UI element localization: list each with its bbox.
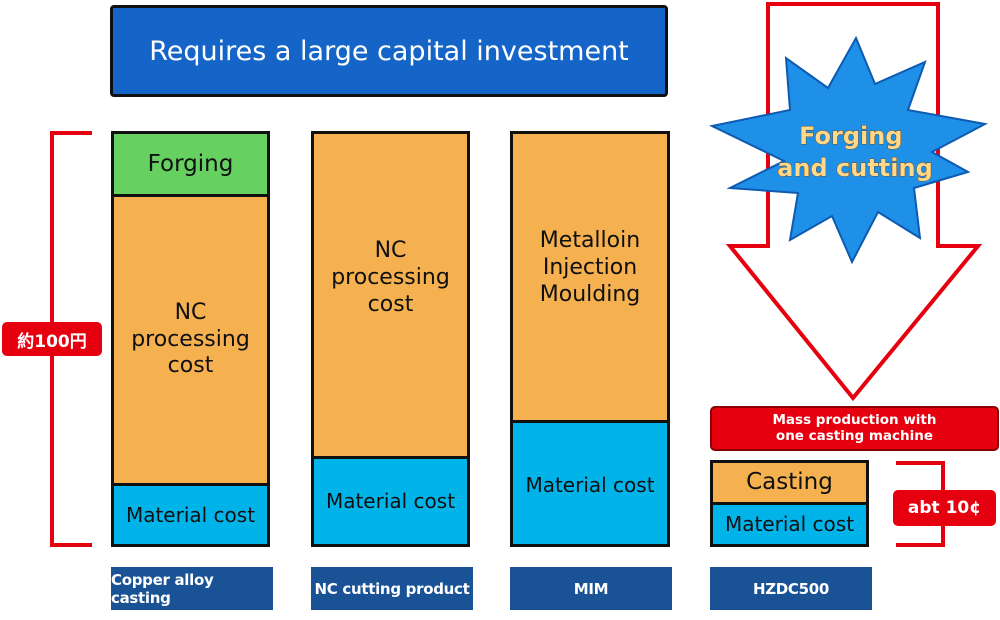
- material-cost-segment: Material cost: [710, 502, 869, 547]
- burst-text: Forging and cutting: [777, 122, 933, 182]
- nc-processing-segment: NC processing cost: [111, 194, 270, 486]
- mass-production-badge: Mass production with one casting machine: [710, 406, 999, 451]
- column-label-hzdc500: HZDC500: [710, 567, 872, 610]
- material-cost-segment: Material cost: [510, 420, 670, 547]
- nc-processing-segment: NC processing cost: [311, 131, 470, 459]
- down-arrow: Forging and cutting: [708, 2, 989, 402]
- column-label-mim: MIM: [510, 567, 672, 610]
- forging-segment: Forging: [111, 131, 270, 197]
- column-label-nc-cutting: NC cutting product: [311, 567, 473, 610]
- right-price-badge: abt 10¢: [893, 490, 996, 526]
- mim-segment: Metalloin Injection Moulding: [510, 131, 670, 423]
- starburst-icon: [708, 35, 989, 265]
- left-price-badge: 約100円: [2, 322, 102, 356]
- capital-investment-banner: Requires a large capital investment: [110, 5, 668, 97]
- column-label-copper-alloy: Copper alloy casting: [111, 567, 273, 610]
- material-cost-segment: Material cost: [111, 483, 270, 547]
- casting-segment: Casting: [710, 460, 869, 505]
- material-cost-segment: Material cost: [311, 456, 470, 547]
